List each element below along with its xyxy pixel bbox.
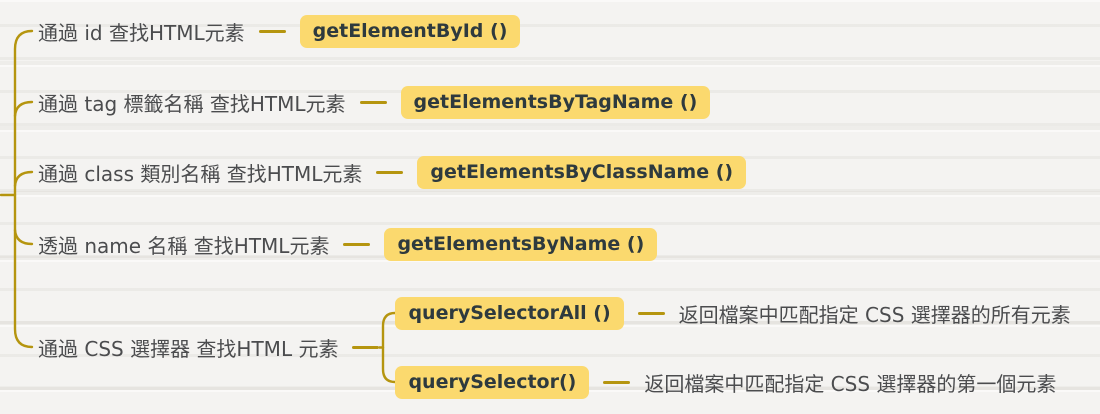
branch-row-class: 通過 class 類別名稱 查找HTML元素 getElementsByClas… bbox=[38, 154, 747, 190]
connector-dash bbox=[343, 242, 371, 246]
css-subtree: querySelectorAll () 返回檔案中匹配指定 CSS 選擇器的所有… bbox=[379, 295, 1071, 400]
subrow-queryselectorall: querySelectorAll () 返回檔案中匹配指定 CSS 選擇器的所有… bbox=[395, 295, 1071, 331]
branch-curve-class bbox=[13, 170, 34, 188]
branch-label: 通過 tag 標籤名稱 查找HTML元素 bbox=[38, 91, 346, 116]
connector-dash bbox=[603, 380, 631, 384]
branch-curve-tag bbox=[13, 100, 34, 118]
method-node: querySelectorAll () bbox=[395, 296, 624, 330]
branch-row-tag: 通過 tag 標籤名稱 查找HTML元素 getElementsByTagNam… bbox=[38, 84, 711, 120]
method-node: getElementsByClassName () bbox=[417, 155, 747, 189]
method-description: 返回檔案中匹配指定 CSS 選擇器的所有元素 bbox=[678, 302, 1071, 327]
branch-label: 通過 CSS 選擇器 查找HTML 元素 bbox=[38, 337, 339, 361]
branch-row-id: 通過 id 查找HTML元素 getElementById () bbox=[38, 13, 521, 49]
branch-curve-name bbox=[13, 228, 34, 246]
method-node: getElementById () bbox=[299, 14, 521, 48]
connector-dash bbox=[359, 100, 387, 104]
subtree-bracket-line bbox=[379, 311, 396, 384]
subrow-queryselector: querySelector() 返回檔案中匹配指定 CSS 選擇器的第一個元素 bbox=[395, 364, 1070, 400]
connector-dash bbox=[258, 29, 286, 33]
method-node: getElementsByName () bbox=[384, 227, 658, 261]
connector-dash bbox=[637, 311, 665, 315]
branch-row-name: 透過 name 名稱 查找HTML元素 getElementsByName () bbox=[38, 226, 658, 262]
trunk-line bbox=[13, 29, 34, 349]
method-node: querySelector() bbox=[395, 365, 590, 399]
connector-dash bbox=[352, 346, 380, 349]
connector-dash bbox=[376, 170, 404, 174]
method-description: 返回檔案中匹配指定 CSS 選擇器的第一個元素 bbox=[644, 371, 1057, 396]
method-node: getElementsByTagName () bbox=[400, 85, 711, 119]
branch-row-css: 通過 CSS 選擇器 查找HTML 元素 querySelectorAll ()… bbox=[38, 295, 1071, 400]
branch-label: 通過 class 類別名稱 查找HTML元素 bbox=[38, 161, 363, 186]
branch-label: 通過 id 查找HTML元素 bbox=[38, 20, 245, 45]
branch-label: 透過 name 名稱 查找HTML元素 bbox=[38, 233, 330, 258]
